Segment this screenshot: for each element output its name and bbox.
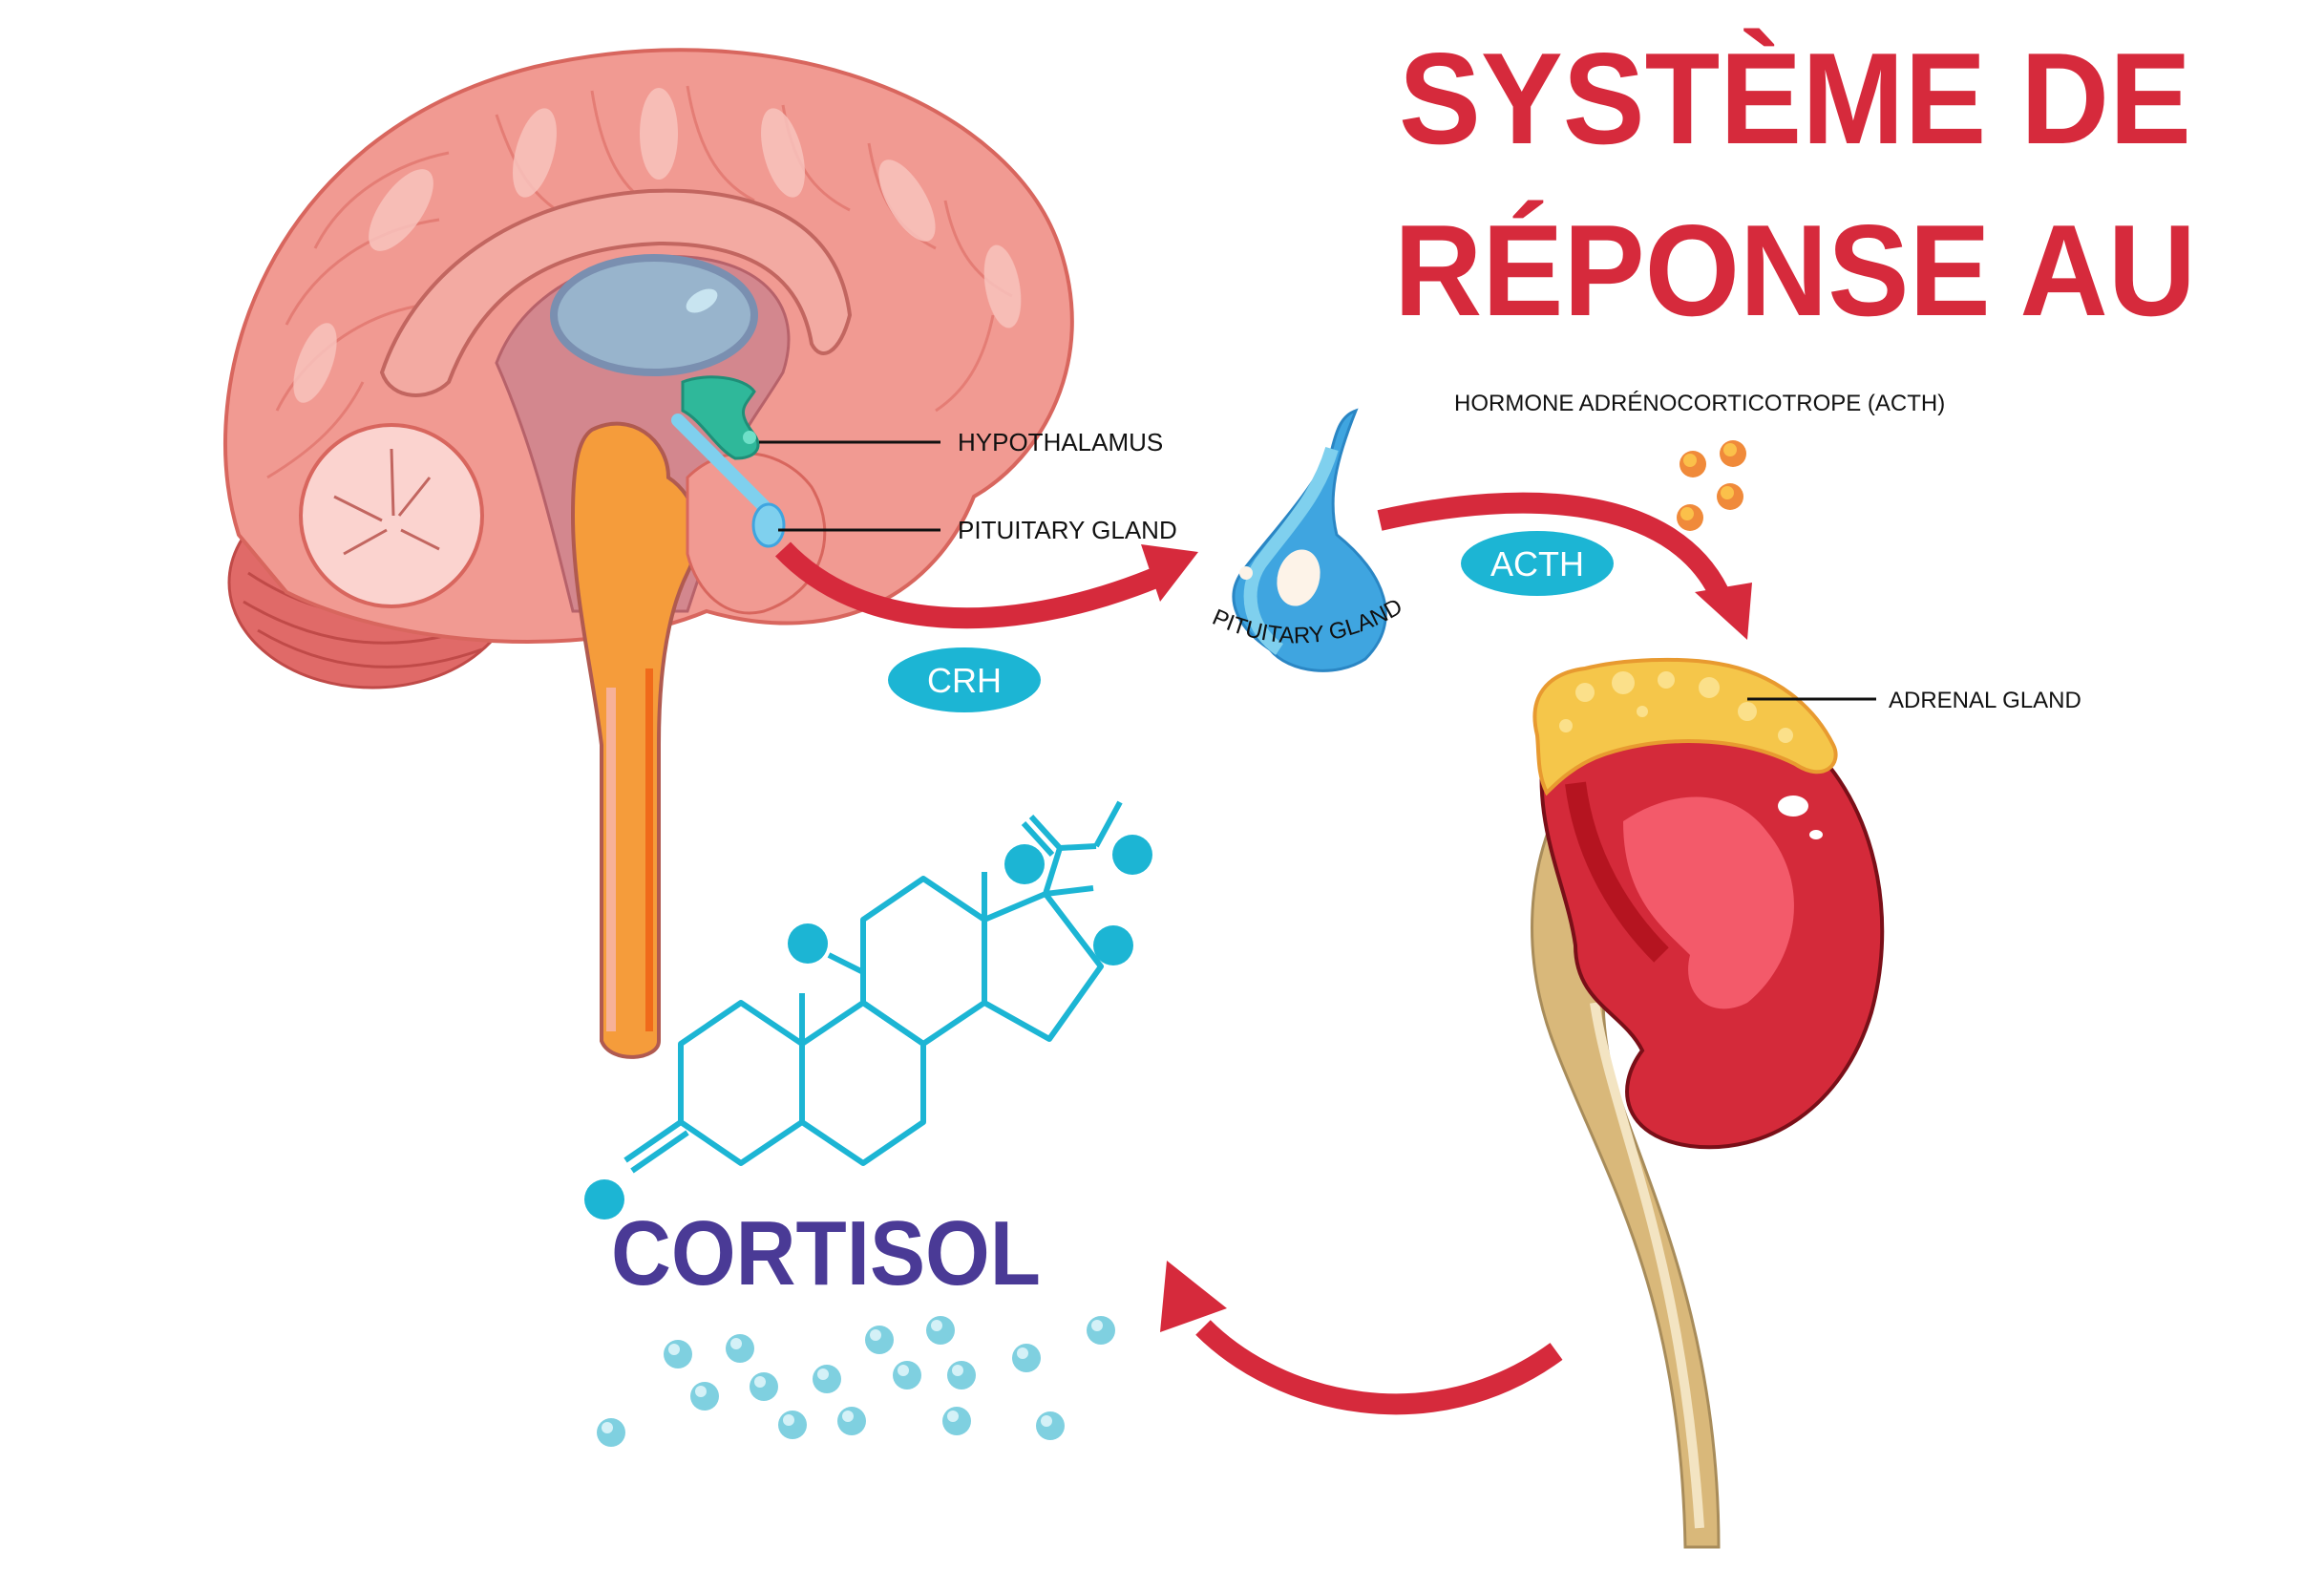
acth-label: ACTH bbox=[1490, 544, 1584, 583]
pituitary-in-brain-icon bbox=[751, 502, 786, 548]
crh-label: CRH bbox=[927, 661, 1002, 700]
kidney-adrenal-illustration bbox=[1531, 657, 1885, 1549]
ventricle-icon bbox=[550, 254, 758, 376]
acth-badge: ACTH bbox=[1461, 531, 1614, 596]
arrow-brain-to-pituitary bbox=[774, 541, 1198, 629]
arrowhead-icon bbox=[1160, 1261, 1227, 1332]
molecule-atoms bbox=[584, 835, 1152, 1220]
arrow-adrenal-to-cortisol bbox=[1160, 1261, 1563, 1415]
arrowhead-icon bbox=[1695, 583, 1752, 640]
cerebellum-arbor-icon bbox=[299, 423, 484, 608]
adrenal-gland-label: ADRENAL GLAND bbox=[1889, 688, 2081, 713]
title-line-1: SYSTÈME DE bbox=[1399, 26, 2191, 171]
crh-badge: CRH bbox=[888, 647, 1041, 712]
adrenal-gland-icon bbox=[1532, 657, 1838, 796]
acth-particles bbox=[1677, 440, 1746, 531]
brainstem-icon bbox=[570, 421, 700, 1059]
hypothalamus-label: HYPOTHALAMUS bbox=[958, 428, 1163, 456]
arrowhead-icon bbox=[1141, 544, 1198, 602]
pituitary-gland-illustration bbox=[1232, 408, 1387, 672]
arrow-pituitary-to-adrenal bbox=[1377, 492, 1752, 640]
cortisol-molecule bbox=[623, 800, 1123, 1174]
cortisol-particles bbox=[597, 1316, 1115, 1447]
title-line-2: RÉPONSE AU bbox=[1394, 198, 2196, 343]
pituitary-gland-label: PITUITARY GLAND bbox=[958, 516, 1177, 544]
corpus-callosum-icon bbox=[379, 188, 853, 397]
title: SYSTÈME DE RÉPONSE AU bbox=[1394, 26, 2196, 343]
brain-illustration bbox=[223, 48, 1074, 1059]
acth-full-label: HORMONE ADRÉNOCORTICOTROPE (ACTH) bbox=[1454, 391, 1945, 416]
cortisol-label: CORTISOL bbox=[611, 1202, 1041, 1305]
